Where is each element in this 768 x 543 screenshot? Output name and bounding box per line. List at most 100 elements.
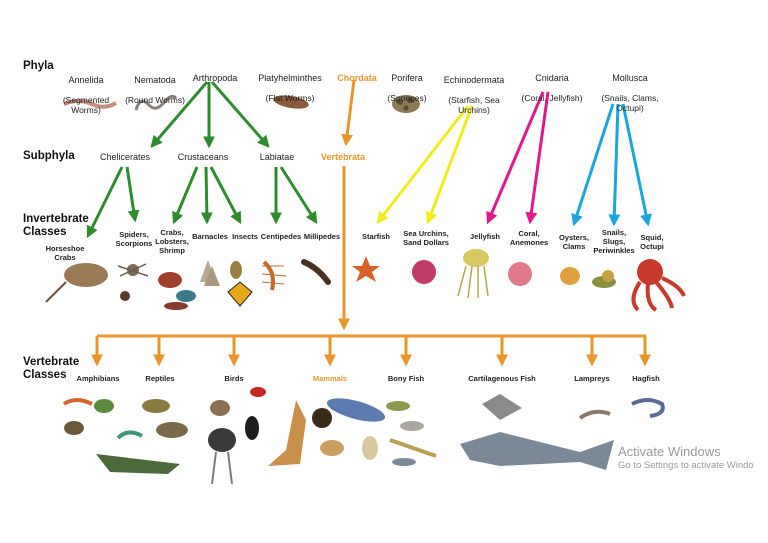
subphylum-vertebrata: Vertebrata xyxy=(320,152,366,162)
phylum-nematoda: Nematoda (Round Worms) xyxy=(118,65,192,115)
arrow-cnidaria-coral xyxy=(525,91,550,225)
arrow-crustaceans-barnacles xyxy=(200,166,213,225)
arrow-chordata-vertebrata xyxy=(341,79,356,147)
class-sea-urchins-sand-dollars: Sea Urchins, Sand Dollars xyxy=(403,229,449,247)
row-heading-invertebrate-classes: Invertebrate Classes xyxy=(23,213,89,238)
row-heading-vertebrate-classes: Vertebrate Classes xyxy=(23,356,80,381)
class-mammals: Mammals xyxy=(312,374,348,383)
coral-anemone-image xyxy=(508,262,532,286)
annelid-worm-image xyxy=(63,99,118,109)
arrow-labiatae-millipedes xyxy=(279,166,318,225)
octopus-image xyxy=(631,259,686,312)
barnacle-image xyxy=(200,260,220,286)
arrow-arthropoda-labiatae xyxy=(210,81,270,148)
class-starfish: Starfish xyxy=(362,232,390,241)
phylum-common-name: (Snails, Clams, Octupi) xyxy=(601,93,659,113)
sea-urchin-image xyxy=(412,260,436,284)
millipede-image xyxy=(301,259,331,285)
jellyfish-image xyxy=(457,249,489,299)
row-heading-subphyla: Subphyla xyxy=(23,150,75,162)
subphylum-crustaceans: Crustaceans xyxy=(177,152,229,162)
bony-fish-image xyxy=(386,401,437,466)
spider-scorpion-image xyxy=(117,263,149,301)
phylum-arthropoda: Arthropoda xyxy=(184,63,246,93)
arrow-crustaceans-crabs xyxy=(172,166,199,225)
class-hagfish: Hagfish xyxy=(632,374,660,383)
arrow-echino-urchins xyxy=(425,105,474,225)
phylum-name: Annelida xyxy=(68,75,104,85)
phylum-common-name: (Sponges) xyxy=(387,93,427,103)
phylum-name: Echinodermata xyxy=(443,75,505,85)
birds-image xyxy=(208,387,266,485)
hagfish-image xyxy=(631,398,665,418)
class-barnacles: Barnacles xyxy=(192,232,228,241)
class-amphibians: Amphibians xyxy=(76,374,120,383)
phylum-name: Platyhelminthes xyxy=(258,73,322,83)
phylum-name: Cnidaria xyxy=(535,73,569,83)
class-coral-anemones: Coral, Anemones xyxy=(509,229,549,247)
arrow-mollusca-squid xyxy=(621,103,652,227)
class-spiders-scorpions: Spiders, Scorpions xyxy=(115,230,153,248)
class-insects: Insects xyxy=(232,232,258,241)
phylum-echinodermata: Echinodermata (Starfish, Sea Urchins) xyxy=(434,65,514,125)
phylum-name: Mollusca xyxy=(612,73,648,83)
phylum-common-name: (Starfish, Sea Urchins) xyxy=(448,95,500,115)
arrow-cnidaria-jellyfish xyxy=(486,91,545,225)
class-crabs-lobsters-shrimp: Crabs, Lobsters, Shrimp xyxy=(155,228,189,255)
cartilagenous-fish-image xyxy=(460,394,614,470)
class-millipedes: Millipedes xyxy=(303,232,341,241)
phylum-name: Porifera xyxy=(391,73,423,83)
amphibians-image xyxy=(62,398,114,435)
snail-slug-image xyxy=(592,270,616,288)
sponge-image xyxy=(392,95,420,113)
phylum-name: Nematoda xyxy=(134,75,176,85)
arrow-mollusca-oysters xyxy=(571,103,615,227)
phylum-common-name: (Round Worms) xyxy=(125,95,185,105)
oyster-clam-image xyxy=(560,267,580,285)
class-oysters-clams: Oysters, Clams xyxy=(558,233,590,251)
subphylum-chelicerates: Chelicerates xyxy=(99,152,151,162)
chordata-arrows xyxy=(91,79,651,367)
class-cartilagenous-fish: Cartilagenous Fish xyxy=(468,374,536,383)
starfish-image xyxy=(352,256,380,282)
arrow-crustaceans-insects xyxy=(209,166,242,225)
class-snails-slugs-periwinkles: Snails, Slugs, Periwinkles xyxy=(593,228,635,255)
centipede-image xyxy=(261,260,287,291)
phylum-name: Arthropoda xyxy=(192,73,238,83)
class-birds: Birds xyxy=(224,374,244,383)
phylum-common-name: (Segmented Worms) xyxy=(62,95,110,115)
phylum-name: Chordata xyxy=(337,73,377,83)
activate-windows-subtitle: Go to Settings to activate Windo xyxy=(618,460,754,471)
phylum-porifera: Porifera (Sponges) xyxy=(382,63,432,113)
insects-image xyxy=(227,261,253,307)
arthropoda-arrows xyxy=(86,81,318,239)
mollusca-arrows xyxy=(571,103,652,227)
phylum-mollusca: Mollusca (Snails, Clams, Octupi) xyxy=(592,63,668,123)
subphylum-labiatae: Labiatae xyxy=(259,152,295,162)
row-heading-phyla: Phyla xyxy=(23,60,54,72)
class-bony-fish: Bony Fish xyxy=(387,374,425,383)
phylum-annelida: Annelida (Segmented Worms) xyxy=(56,65,116,125)
arrow-echino-starfish xyxy=(376,105,470,224)
class-horseshoe-crabs: Horseshoe Crabs xyxy=(45,244,85,262)
class-reptiles: Reptiles xyxy=(145,374,175,383)
phylum-platyhelminthes: Platyhelminthes (Flat Worms) xyxy=(250,63,330,113)
phylum-common-name: (Coral, Jellyfish) xyxy=(521,93,583,103)
crab-lobster-image xyxy=(158,272,196,310)
roundworm-image xyxy=(134,94,178,111)
reptiles-image xyxy=(96,399,188,474)
arrow-mollusca-snails xyxy=(608,103,621,227)
class-jellyfish: Jellyfish xyxy=(469,232,500,241)
arrow-arthropoda-chelicerates xyxy=(150,81,209,148)
phylum-chordata: Chordata xyxy=(332,63,382,93)
phylum-common-name: (Flat Worms) xyxy=(265,93,315,103)
arrow-chelicerates-spiders xyxy=(125,166,140,223)
echinodermata-arrows xyxy=(376,105,474,225)
flatworm-image xyxy=(273,95,309,109)
class-lampreys: Lampreys xyxy=(574,374,610,383)
class-centipedes: Centipedes xyxy=(260,232,302,241)
phylum-cnidaria: Cnidaria (Coral, Jellyfish) xyxy=(514,63,590,113)
mammals-image xyxy=(268,398,386,466)
